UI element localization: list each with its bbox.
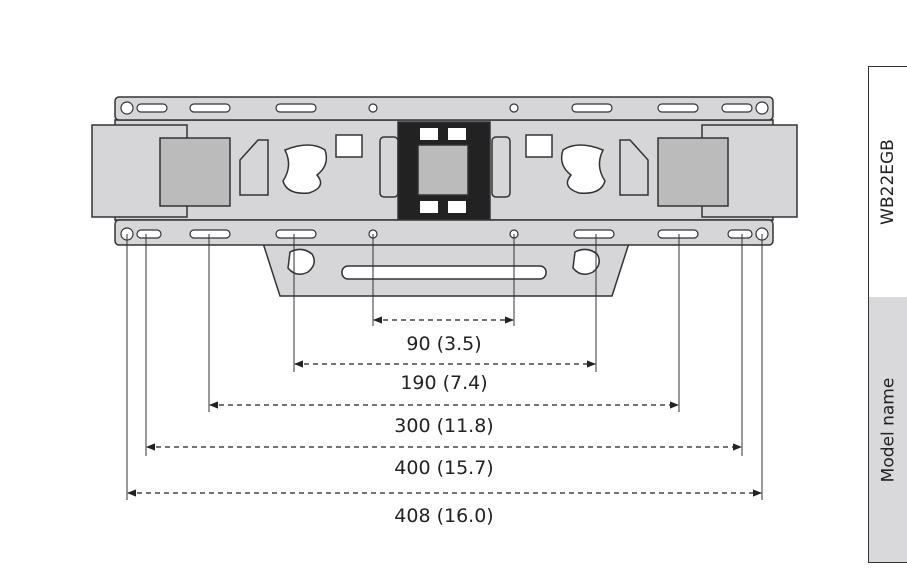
- model-value-cell: WB22EGB: [869, 67, 907, 298]
- wall-bracket: [91, 96, 798, 297]
- dimension-label-408: 408 (16.0): [394, 505, 493, 527]
- dimension-lines: [127, 316, 762, 497]
- dimension-label-190: 190 (7.4): [400, 372, 487, 394]
- extension-lines: [126, 234, 763, 500]
- dimension-label-90: 90 (3.5): [406, 333, 481, 355]
- dimension-label-300: 300 (11.8): [394, 415, 493, 437]
- model-table: WB22EGB Model name: [868, 66, 907, 563]
- dimension-label-400: 400 (15.7): [394, 457, 493, 479]
- model-value: WB22EGB: [878, 139, 898, 225]
- model-header-cell: Model name: [869, 297, 907, 562]
- model-header: Model name: [878, 377, 898, 482]
